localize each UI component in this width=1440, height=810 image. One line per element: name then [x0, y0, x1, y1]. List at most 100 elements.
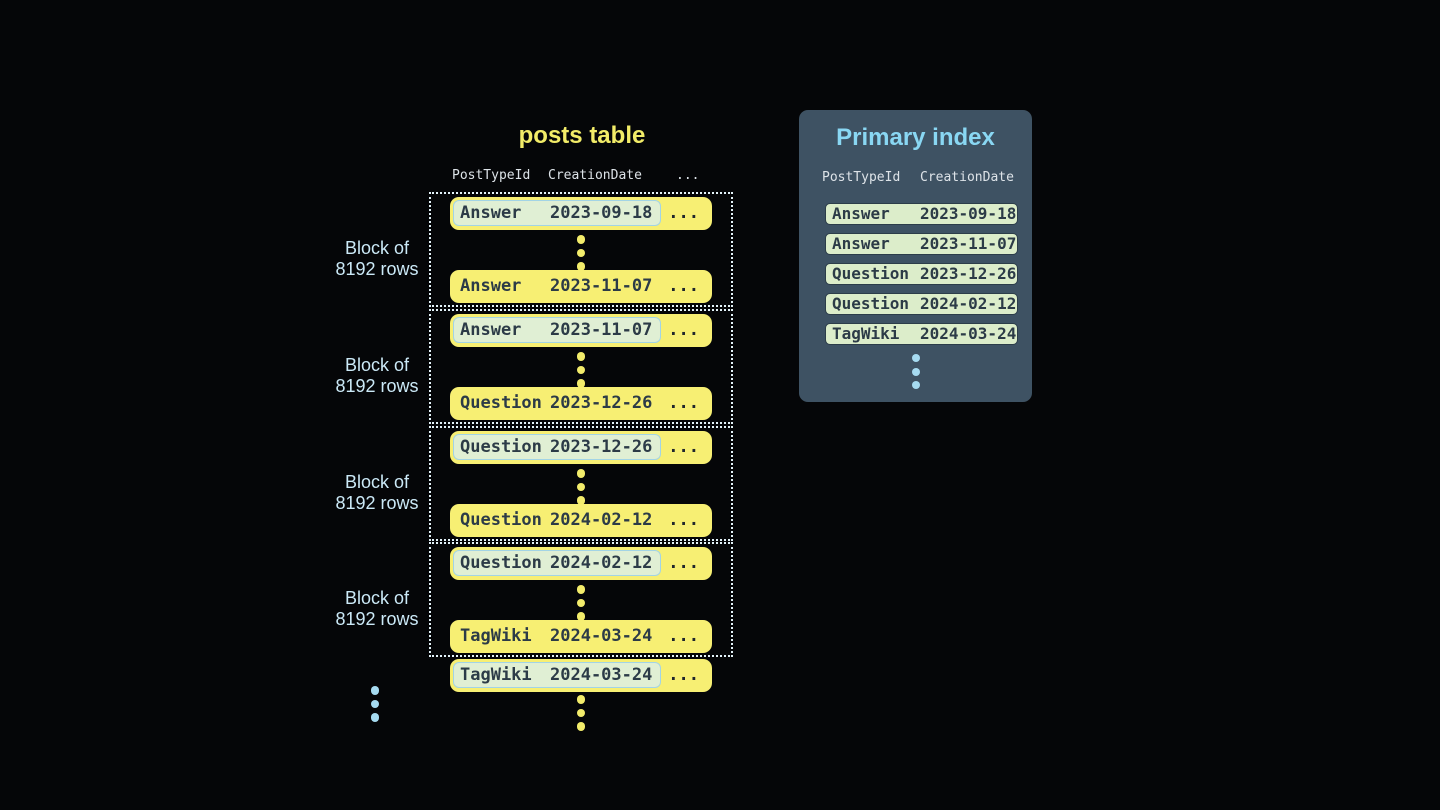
dot: [576, 482, 586, 491]
dot: [370, 699, 380, 708]
row-ellipsis: ...: [668, 553, 699, 573]
row-posttype: Answer: [460, 320, 522, 340]
row-creationdate: 2024-02-12: [550, 510, 653, 530]
column-header-creationdate: CreationDate: [920, 170, 1014, 185]
table-row-block4-first: Question 2024-02-12 ...: [450, 547, 712, 580]
omitted-rows-dots: [431, 585, 731, 621]
row-creationdate: 2023-09-18: [920, 204, 1017, 223]
row-posttype: TagWiki: [460, 626, 532, 646]
index-row-1: Answer 2023-09-18: [825, 203, 1018, 225]
row-ellipsis: ...: [668, 203, 699, 223]
dot: [911, 367, 920, 376]
row-posttype: Question: [832, 294, 910, 313]
block-label-line1: Block of: [344, 472, 410, 492]
row-posttype: Answer: [460, 276, 522, 296]
row-creationdate: 2023-12-26: [920, 264, 1017, 283]
table-row-block4-last: TagWiki 2024-03-24 ...: [450, 620, 712, 653]
row-creationdate: 2023-12-26: [550, 393, 653, 413]
dot: [576, 235, 586, 244]
dot: [576, 496, 586, 505]
primary-index-title: Primary index: [836, 124, 995, 151]
dot: [370, 686, 380, 695]
row-ellipsis: ...: [668, 437, 699, 457]
table-row-block3-first: Question 2023-12-26 ...: [450, 431, 712, 464]
more-rows-dots: [429, 695, 733, 731]
more-blocks-dots: [325, 686, 425, 722]
index-highlight-pill: [453, 317, 661, 343]
row-creationdate: 2023-12-26: [550, 437, 653, 457]
index-highlight-pill: [453, 550, 661, 576]
block-1-label: Block of 8192 rows: [327, 238, 427, 280]
block-label-line2: 8192 rows: [335, 376, 419, 396]
dot: [576, 695, 586, 704]
index-highlight-pill: [453, 434, 661, 460]
dot: [576, 262, 586, 271]
block-label-line2: 8192 rows: [335, 493, 419, 513]
column-header-creationdate: CreationDate: [548, 168, 642, 183]
block-label-line1: Block of: [344, 355, 410, 375]
dot: [576, 598, 586, 607]
row-ellipsis: ...: [668, 665, 699, 685]
index-row-4: Question 2024-02-12: [825, 293, 1018, 315]
row-creationdate: 2024-03-24: [550, 626, 653, 646]
row-posttype: Question: [460, 393, 542, 413]
dot: [576, 708, 586, 717]
block-4-label: Block of 8192 rows: [327, 588, 427, 630]
row-posttype: Answer: [832, 204, 890, 223]
table-row-block1-first: Answer 2023-09-18 ...: [450, 197, 712, 230]
row-posttype: Answer: [832, 234, 890, 253]
row-creationdate: 2023-11-07: [550, 276, 653, 296]
index-row-3: Question 2023-12-26: [825, 263, 1018, 285]
block-1: Block of 8192 rows Answer 2023-09-18 ...…: [335, 192, 733, 307]
more-index-entries-dots: [799, 354, 1032, 389]
dot: [911, 354, 920, 362]
row-ellipsis: ...: [668, 626, 699, 646]
dot: [576, 722, 586, 731]
row-ellipsis: ...: [668, 510, 699, 530]
dot: [911, 381, 920, 389]
omitted-rows-dots: [431, 235, 731, 271]
dot: [576, 352, 586, 361]
index-highlight-pill: [453, 662, 661, 688]
block-3-label: Block of 8192 rows: [327, 472, 427, 514]
row-ellipsis: ...: [668, 276, 699, 296]
block-2: Block of 8192 rows Answer 2023-11-07 ...…: [335, 309, 733, 424]
block-2-label: Block of 8192 rows: [327, 355, 427, 397]
row-ellipsis: ...: [668, 393, 699, 413]
table-row-next-block-first: TagWiki 2024-03-24 ...: [450, 659, 712, 692]
column-header-posttypeid: PostTypeId: [822, 170, 901, 185]
dot: [576, 585, 586, 594]
block-label-line1: Block of: [344, 238, 410, 258]
row-creationdate: 2023-11-07: [550, 320, 653, 340]
row-creationdate: 2024-03-24: [550, 665, 653, 685]
row-creationdate: 2023-09-18: [550, 203, 653, 223]
block-label-line1: Block of: [344, 588, 410, 608]
index-row-5: TagWiki 2024-03-24: [825, 323, 1018, 345]
dot: [576, 469, 586, 478]
block-4: Block of 8192 rows Question 2024-02-12 .…: [335, 542, 733, 657]
column-header-ellipsis: ...: [676, 168, 700, 183]
index-highlight-pill: [453, 200, 661, 226]
omitted-rows-dots: [431, 352, 731, 388]
row-posttype: TagWiki: [460, 665, 532, 685]
block-label-line2: 8192 rows: [335, 609, 419, 629]
row-creationdate: 2024-03-24: [920, 324, 1017, 343]
omitted-rows-dots: [431, 469, 731, 505]
row-posttype: Answer: [460, 203, 522, 223]
row-creationdate: 2024-02-12: [550, 553, 653, 573]
row-ellipsis: ...: [668, 320, 699, 340]
table-row-block1-last: Answer 2023-11-07 ...: [450, 270, 712, 303]
row-posttype: Question: [460, 553, 542, 573]
row-creationdate: 2023-11-07: [920, 234, 1017, 253]
table-row-block3-last: Question 2024-02-12 ...: [450, 504, 712, 537]
row-posttype: Question: [460, 510, 542, 530]
primary-index-panel: Primary index PostTypeId CreationDate An…: [799, 110, 1032, 402]
block-3: Block of 8192 rows Question 2023-12-26 .…: [335, 426, 733, 541]
block-label-line2: 8192 rows: [335, 259, 419, 279]
row-posttype: Question: [460, 437, 542, 457]
dot: [576, 248, 586, 257]
dot: [576, 379, 586, 388]
table-row-block2-last: Question 2023-12-26 ...: [450, 387, 712, 420]
row-posttype: Question: [832, 264, 910, 283]
table-row-block2-first: Answer 2023-11-07 ...: [450, 314, 712, 347]
